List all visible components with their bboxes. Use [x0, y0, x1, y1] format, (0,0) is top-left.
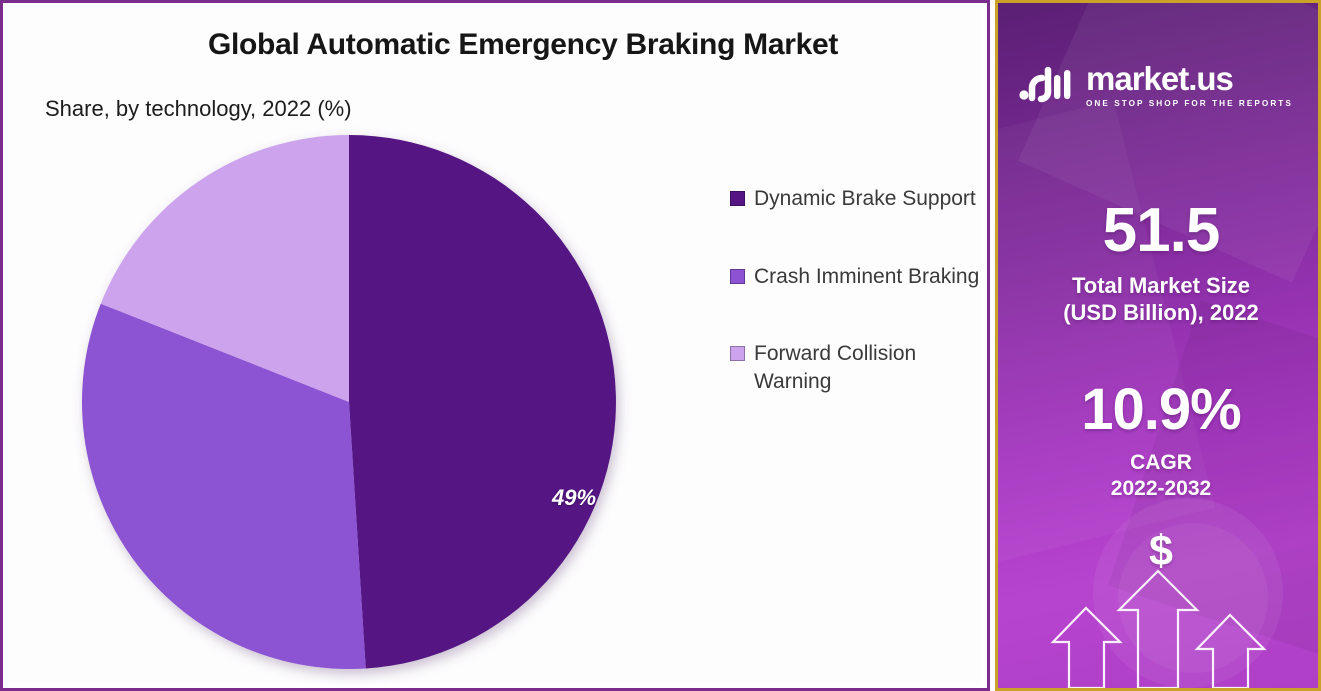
pie-slice-forward-collision-warning	[100, 135, 349, 402]
pie-chart-svg	[82, 135, 616, 669]
brand-logo[interactable]: market.us ONE STOP SHOP FOR THE REPORTS	[1018, 60, 1304, 108]
legend-item-forward-collision-warning[interactable]: Forward Collision Warning	[730, 340, 980, 395]
pie-slices	[82, 135, 616, 669]
stat-market-size: 51.5 Total Market Size (USD Billion), 20…	[998, 196, 1318, 327]
page-title: Global Automatic Emergency Braking Marke…	[207, 28, 839, 61]
stat-value: 10.9%	[1081, 377, 1241, 442]
brand-tagline: ONE STOP SHOP FOR THE REPORTS	[1086, 99, 1293, 108]
stat-caption-line1: CAGR	[1130, 451, 1192, 474]
arrow-up-right-icon	[1194, 613, 1267, 688]
legend-item-crash-imminent-braking[interactable]: Crash Imminent Braking	[730, 263, 980, 291]
legend-swatch-icon	[730, 346, 745, 362]
market-us-logo-icon	[1019, 66, 1071, 103]
legend-swatch-icon	[730, 268, 745, 284]
legend-item-dynamic-brake-support[interactable]: Dynamic Brake Support	[730, 185, 980, 213]
background-decoration	[998, 3, 1318, 688]
legend-item-label: Dynamic Brake Support	[754, 187, 976, 210]
pie-chart: 49%	[65, 121, 635, 691]
stat-caption-line2: 2022-2032	[1110, 476, 1212, 500]
dollar-sign-icon: $	[1149, 527, 1173, 575]
arrows-svg	[1050, 569, 1267, 688]
chart-subtitle: Share, by technology, 2022 (%)	[45, 96, 352, 121]
brand-name: market.us	[1086, 60, 1234, 97]
pie-slice-value-label: 49%	[552, 485, 597, 510]
arrow-up-left-icon	[1050, 606, 1123, 688]
legend-swatch-icon	[730, 191, 745, 206]
stat-caption-line1: Total Market Size	[1071, 273, 1251, 298]
pie-slice-dynamic-brake-support	[349, 135, 616, 669]
legend-item-label: Forward Collision Warning	[754, 342, 917, 394]
arrow-up-center-icon	[1116, 569, 1200, 688]
stat-cagr: 10.9% CAGR 2022-2032	[998, 377, 1318, 501]
chart-legend: Dynamic Brake Support Crash Imminent Bra…	[730, 185, 980, 446]
stat-value: 51.5	[1102, 196, 1221, 265]
legend-item-label: Crash Imminent Braking	[754, 264, 980, 288]
chart-panel: Global Automatic Emergency Braking Marke…	[0, 0, 990, 691]
growth-arrows-graphic: $	[998, 503, 1318, 688]
stat-caption-line2: (USD Billion), 2022	[1063, 299, 1259, 325]
summary-panel: market.us ONE STOP SHOP FOR THE REPORTS …	[995, 0, 1321, 691]
stat-caption: Total Market Size (USD Billion), 2022	[998, 273, 1318, 327]
pie-slice-crash-imminent-braking	[82, 303, 366, 669]
stat-caption: CAGR 2022-2032	[998, 450, 1318, 501]
